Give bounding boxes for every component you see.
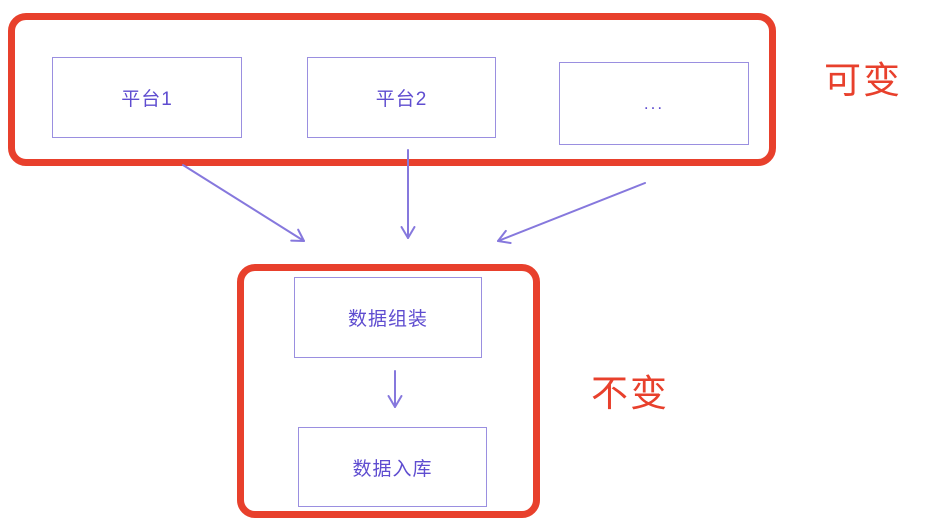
invariant-label: 不变 [591,373,669,414]
variable-label: 可变 [824,60,902,101]
arrow-platform-more-to-assembly [497,182,646,245]
top-variable-group-frame [8,13,776,166]
node-platform-more-label: ... [643,93,665,113]
node-platform-2: 平台2 [307,57,496,138]
node-data-assembly-label: 数据组装 [347,309,428,330]
node-data-storage-label: 数据入库 [352,458,433,480]
node-platform-1-label: 平台1 [121,89,173,110]
node-platform-2-label: 平台2 [375,89,428,110]
node-platform-1: 平台1 [52,57,242,138]
node-platform-more: ... [559,62,749,145]
node-data-assembly: 数据组装 [294,277,482,358]
bottom-invariant-group-frame [237,264,540,518]
arrow-platform1-to-assembly [182,164,305,242]
node-data-storage: 数据入库 [298,427,487,507]
